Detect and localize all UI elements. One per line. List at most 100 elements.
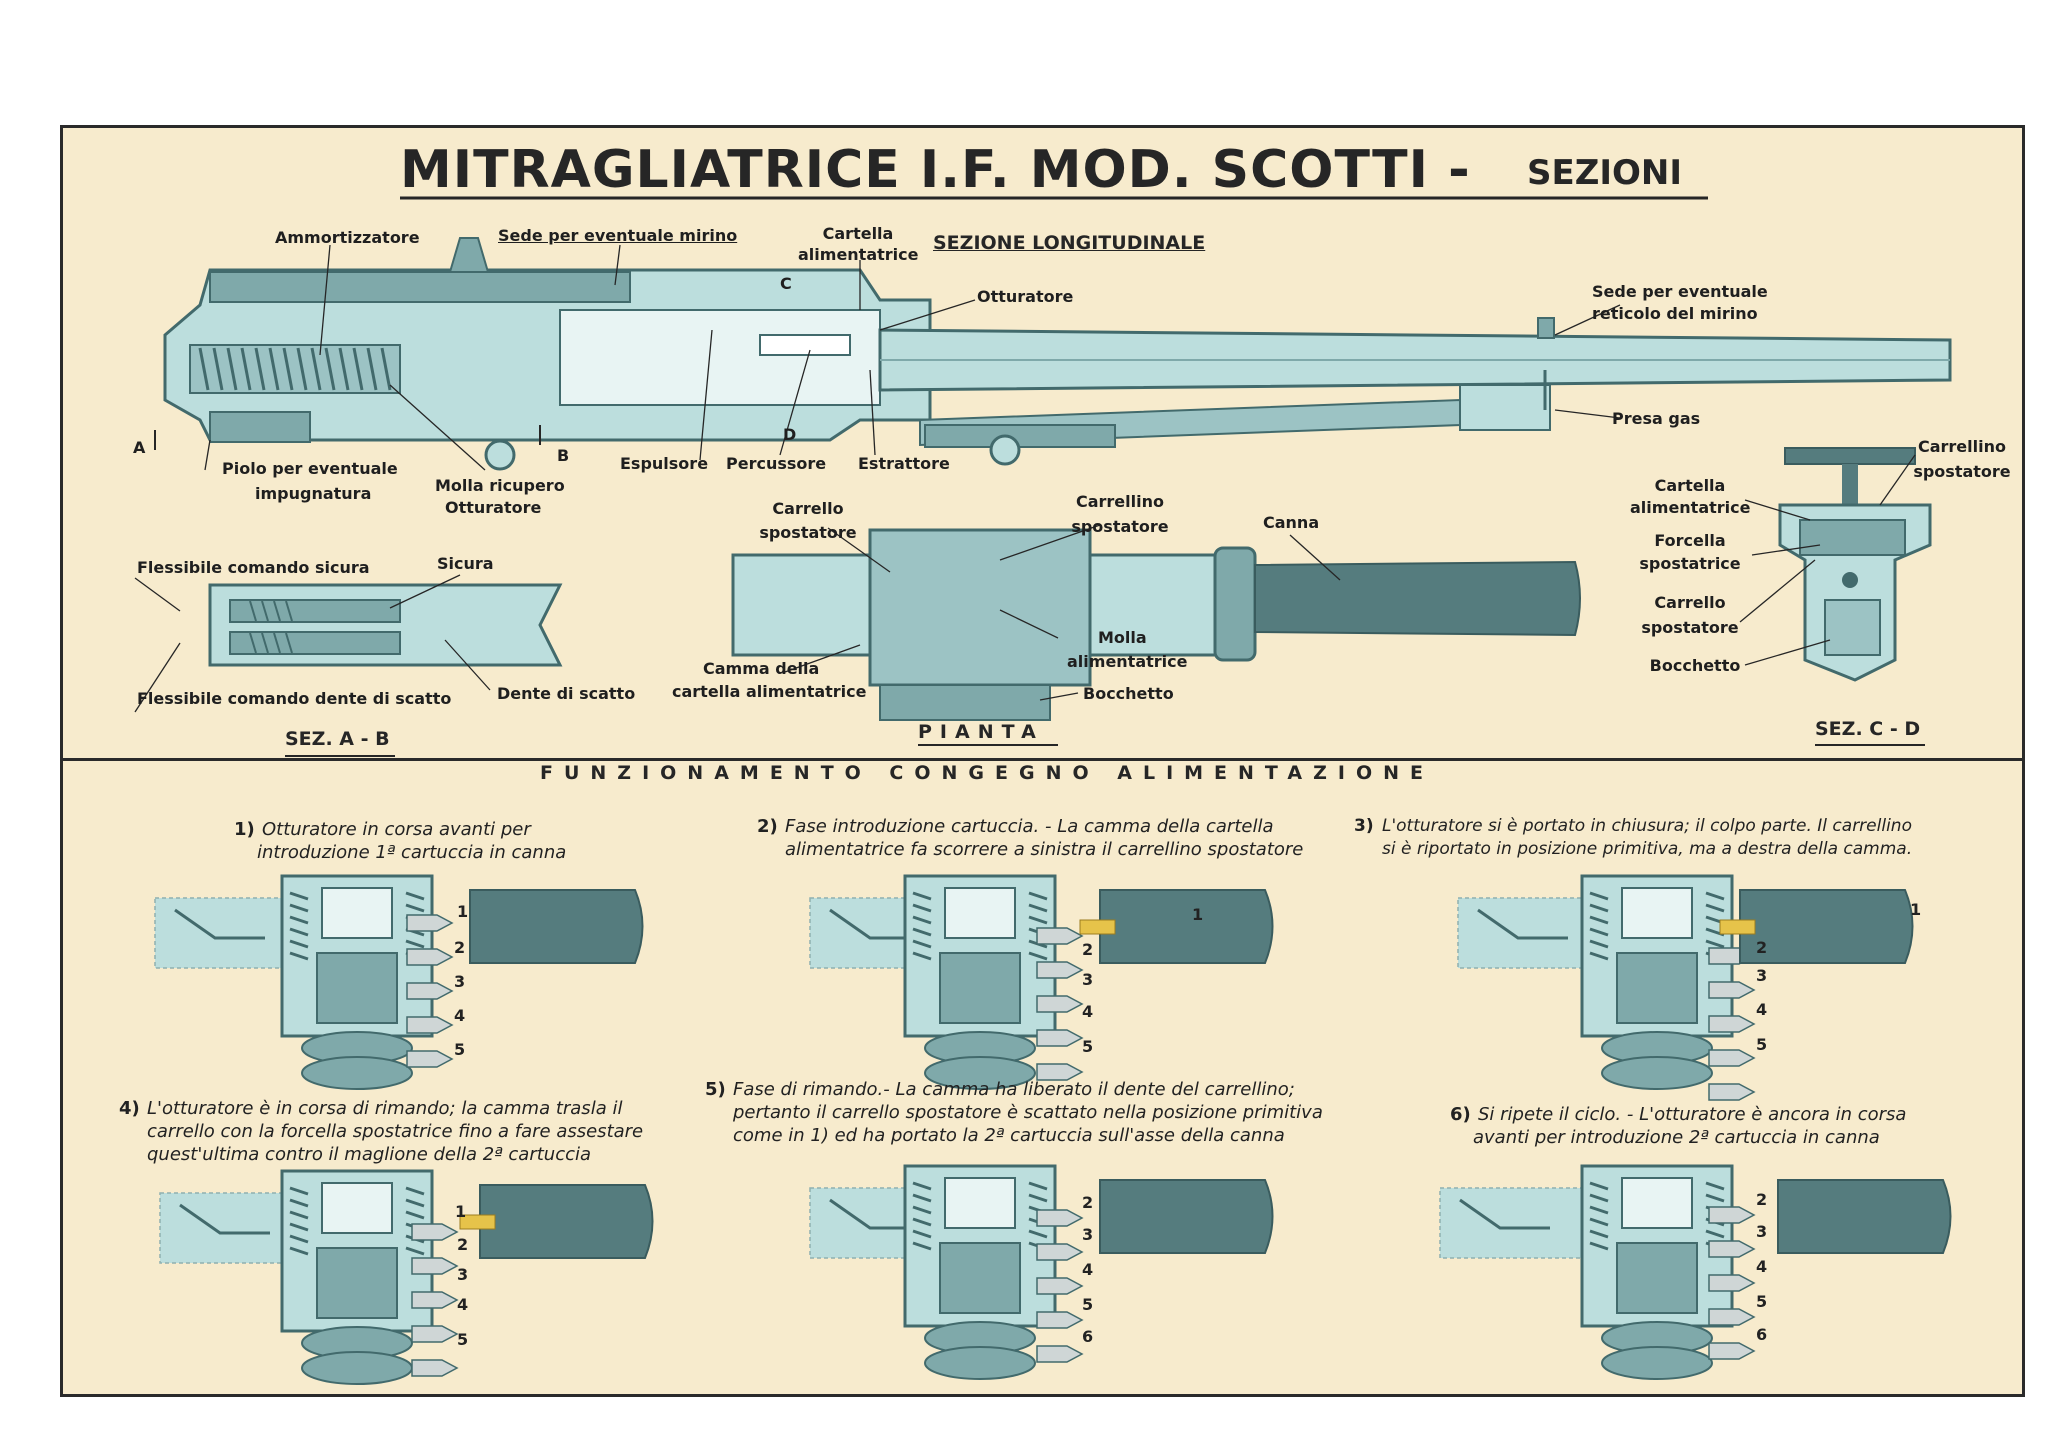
- d2-round: [1036, 927, 1084, 945]
- d6-round: [1708, 1308, 1756, 1326]
- d3-spring-coil: [1705, 939, 1725, 949]
- d5-cam: [829, 1198, 920, 1230]
- d2-spring-coil: [1028, 915, 1048, 925]
- step-4-number: 4): [119, 1098, 140, 1119]
- label-bocchetto: Bocchetto: [1083, 684, 1174, 703]
- d4-round-1: 1: [455, 1202, 467, 1221]
- barrel-nut: [1213, 546, 1257, 662]
- d3-barrel: [1739, 889, 1914, 964]
- d6-spring-coil: [1705, 1181, 1725, 1191]
- label-espulsore: Espulsore: [620, 454, 709, 473]
- d4-spring-coil: [289, 1198, 309, 1208]
- d3-spring-coil: [1589, 951, 1609, 961]
- step-4-line-3: quest'ultima contro il maglione della 2ª…: [147, 1144, 592, 1165]
- d3-round: [1708, 1015, 1756, 1033]
- d1-round-5: 5: [454, 1040, 466, 1059]
- d3-spring-coil: [1589, 891, 1609, 901]
- d6-spring-coil: [1589, 1193, 1609, 1203]
- label-camma-2: cartella alimentatrice: [672, 682, 867, 701]
- feed-block-plan: [868, 528, 1092, 687]
- d5-round-4: 4: [1082, 1260, 1094, 1279]
- label-cd-cartella-2: alimentatrice: [1630, 498, 1751, 517]
- d5-carrello: [939, 1242, 1021, 1314]
- d2-cartridge-case: [1079, 919, 1116, 935]
- d2-round: [1036, 995, 1084, 1013]
- label-flessibile-sicura: Flessibile comando sicura: [137, 558, 370, 577]
- d2-spring-coil: [1028, 891, 1048, 901]
- d1-round: [406, 1050, 454, 1068]
- step-4-line-2: carrello con la forcella spostatrice fin…: [147, 1121, 644, 1142]
- d1-round-1: 1: [457, 902, 469, 921]
- d1-carrellino: [321, 887, 393, 939]
- d1-round-2: 2: [454, 938, 466, 957]
- step-5-line-3: come in 1) ed ha portato la 2ª cartuccia…: [733, 1125, 1285, 1146]
- step-1-line-1: Otturatore in corsa avanti per: [262, 819, 531, 840]
- mount-lug: [989, 434, 1021, 466]
- section-cd-title: SEZ. C - D: [1815, 718, 1921, 740]
- d2-spring-coil: [912, 915, 932, 925]
- d6-round-2: 2: [1756, 1190, 1768, 1209]
- trigger-rod: [229, 631, 401, 655]
- label-cd-bocchetto: Bocchetto: [1649, 656, 1741, 675]
- label-cd-carrello-2: spostatore: [1641, 618, 1739, 637]
- longitudinal-section: [154, 237, 1952, 471]
- d1-spring-coil: [289, 939, 309, 949]
- cd-bocchetto: [1824, 599, 1881, 656]
- d3-sprocket: [1601, 1056, 1713, 1090]
- d4-spring-coil: [405, 1210, 425, 1220]
- carrellino-stem: [1842, 464, 1858, 504]
- label-flessibile-dente: Flessibile comando dente di scatto: [137, 689, 452, 708]
- section-ab: [134, 574, 563, 757]
- label-piolo-2: impugnatura: [255, 484, 372, 503]
- d1-spring-coil: [289, 915, 309, 925]
- safety-rod: [229, 599, 401, 623]
- label-pianta-carrello-2: spostatore: [759, 523, 857, 542]
- barrel-plan: [1254, 560, 1581, 637]
- feed-sequence-diagrams: [154, 874, 1952, 1385]
- d6-barrel: [1777, 1179, 1952, 1254]
- label-sede-mirino: Sede per eventuale mirino: [498, 226, 738, 245]
- label-pianta-carrellino-2: spostatore: [1071, 517, 1169, 536]
- label-molla-ricupero-1: Molla ricupero: [435, 476, 565, 495]
- d3-round: [1708, 1083, 1756, 1101]
- d6-spring-coil: [1589, 1229, 1609, 1239]
- d3-carrello: [1616, 952, 1698, 1024]
- section-cd: [1739, 447, 1932, 746]
- grip-stub: [209, 411, 311, 443]
- d2-round-3: 3: [1082, 970, 1094, 989]
- d4-sprocket: [301, 1351, 413, 1385]
- bolt: [559, 309, 881, 406]
- step-2-line-1: Fase introduzione cartuccia. - La camma …: [785, 816, 1274, 837]
- d1-sprocket: [301, 1056, 413, 1090]
- d5-sprocket: [924, 1346, 1036, 1380]
- d5-round: [1036, 1277, 1084, 1295]
- feed-window: [759, 334, 851, 356]
- d5-round-6: 6: [1082, 1327, 1094, 1346]
- step-4-text: 4) L'otturatore è in corsa di rimando; l…: [119, 1097, 644, 1166]
- d3-round-3: 3: [1756, 966, 1768, 985]
- d4-round: [411, 1325, 459, 1343]
- d5-spring-coil: [1028, 1193, 1048, 1203]
- label-otturatore: Otturatore: [977, 287, 1074, 306]
- d5-spring-coil: [1028, 1229, 1048, 1239]
- label-ammortizzatore: Ammortizzatore: [275, 228, 420, 247]
- d4-barrel: [479, 1184, 654, 1259]
- d6-round: [1708, 1240, 1756, 1258]
- receiver-plan: [1088, 553, 1232, 657]
- d5-spring-coil: [912, 1181, 932, 1191]
- label-percussore: Percussore: [726, 454, 827, 473]
- step-6-line-2: avanti per introduzione 2ª cartuccia in …: [1473, 1127, 1880, 1148]
- d5-spring-coil: [912, 1229, 932, 1239]
- label-cd-carrellino-1: Carrellino: [1917, 437, 2006, 456]
- step-2-text: 2) Fase introduzione cartuccia. - La cam…: [757, 815, 1303, 861]
- recoil-spring-tube: [924, 424, 1116, 448]
- step-4-line-1: L'otturatore è in corsa di rimando; la c…: [147, 1098, 623, 1119]
- label-pianta-carrellino-1: Carrellino: [1075, 492, 1164, 511]
- label-sede-reticolo-2: reticolo del mirino: [1592, 304, 1758, 323]
- d2-round: [1036, 1029, 1084, 1047]
- d4-round-5: 5: [457, 1330, 469, 1349]
- d2-spring-coil: [912, 891, 932, 901]
- step-1-number: 1): [234, 819, 255, 840]
- label-molla-alim-2: alimentatrice: [1067, 652, 1188, 671]
- d5-spring-coil: [1028, 1181, 1048, 1191]
